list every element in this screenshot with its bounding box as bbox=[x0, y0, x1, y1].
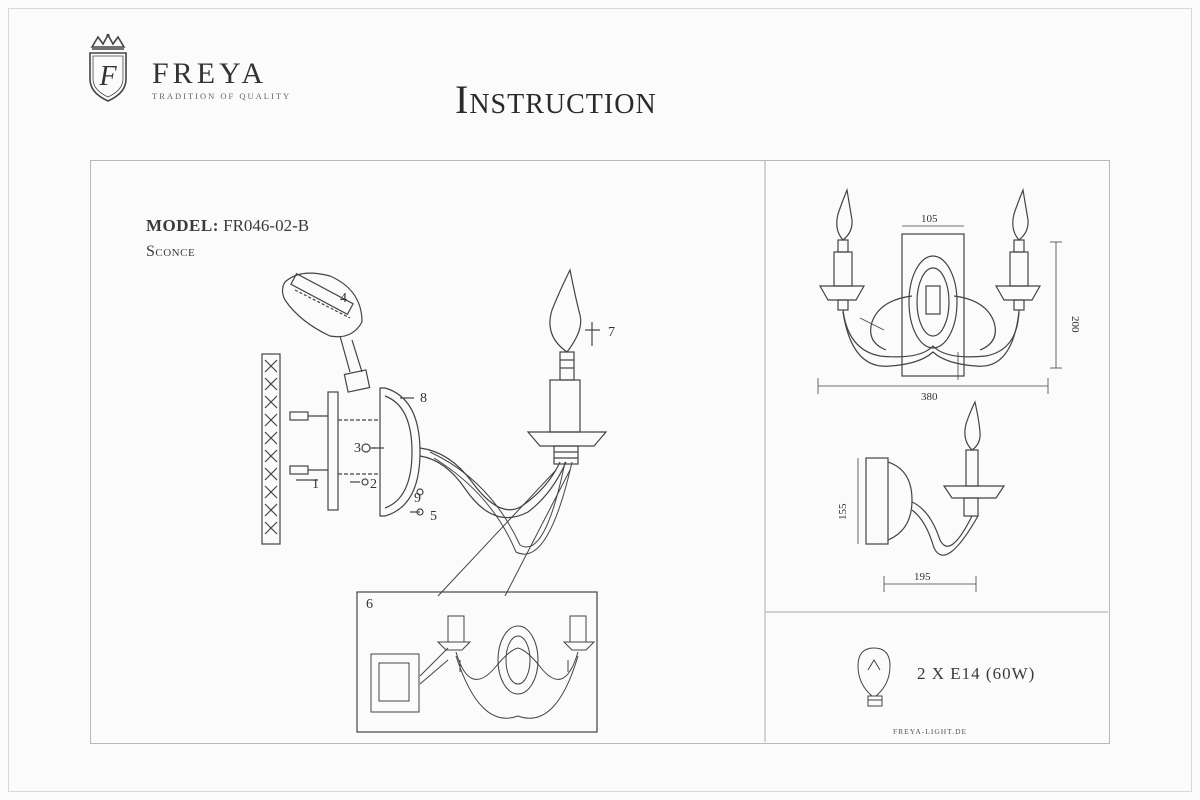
dimension-front-height: 200 bbox=[1069, 316, 1081, 333]
lamp-arm bbox=[419, 447, 573, 555]
brand-tagline: Tradition of quality bbox=[152, 91, 292, 101]
front-view-drawing bbox=[817, 187, 1062, 394]
page-frame bbox=[8, 8, 1192, 792]
part-label-4: 4 bbox=[340, 291, 347, 306]
part-label-6: 6 bbox=[366, 597, 373, 612]
part-label-8: 8 bbox=[420, 391, 427, 406]
detail-6-box bbox=[356, 591, 598, 733]
candle-holder bbox=[526, 268, 608, 465]
dimension-side-height: 155 bbox=[837, 503, 849, 520]
model-label: MODEL: bbox=[146, 216, 219, 235]
canopy bbox=[327, 387, 421, 517]
page-title: Instruction bbox=[455, 77, 657, 122]
part-label-1: 1 bbox=[312, 477, 319, 492]
crest-icon: F bbox=[89, 33, 127, 102]
bulb-spec: 2 X E14 (60W) bbox=[917, 664, 1036, 683]
dimension-side-depth: 195 bbox=[914, 571, 931, 583]
dimension-front-width: 380 bbox=[921, 391, 938, 403]
brand-name: FREYA bbox=[152, 57, 268, 90]
wiring-detail bbox=[370, 615, 596, 719]
part-label-9: 9 bbox=[414, 491, 421, 506]
light-bulb-icon bbox=[857, 647, 891, 707]
part-label-3: 3 bbox=[354, 441, 361, 456]
assembly-drawing bbox=[261, 268, 608, 733]
screws bbox=[289, 411, 424, 516]
part-label-5: 5 bbox=[430, 509, 437, 524]
part-label-7: 7 bbox=[608, 325, 615, 340]
wall-plate bbox=[261, 353, 281, 545]
flame-bulb bbox=[549, 268, 582, 353]
website-url: freya-light.de bbox=[893, 727, 968, 736]
dimension-backplate-width: 105 bbox=[921, 213, 938, 225]
model-line: MODEL: FR046-02-B bbox=[146, 216, 309, 236]
main-panel bbox=[90, 160, 1110, 744]
svg-text:F: F bbox=[98, 61, 117, 92]
callout-arrows bbox=[296, 322, 600, 513]
part-label-2: 2 bbox=[370, 477, 377, 492]
side-view-drawing bbox=[857, 400, 1006, 592]
mounting-bracket-detail bbox=[281, 272, 371, 393]
model-type: Sconce bbox=[146, 243, 196, 260]
model-code: FR046-02-B bbox=[223, 216, 310, 235]
